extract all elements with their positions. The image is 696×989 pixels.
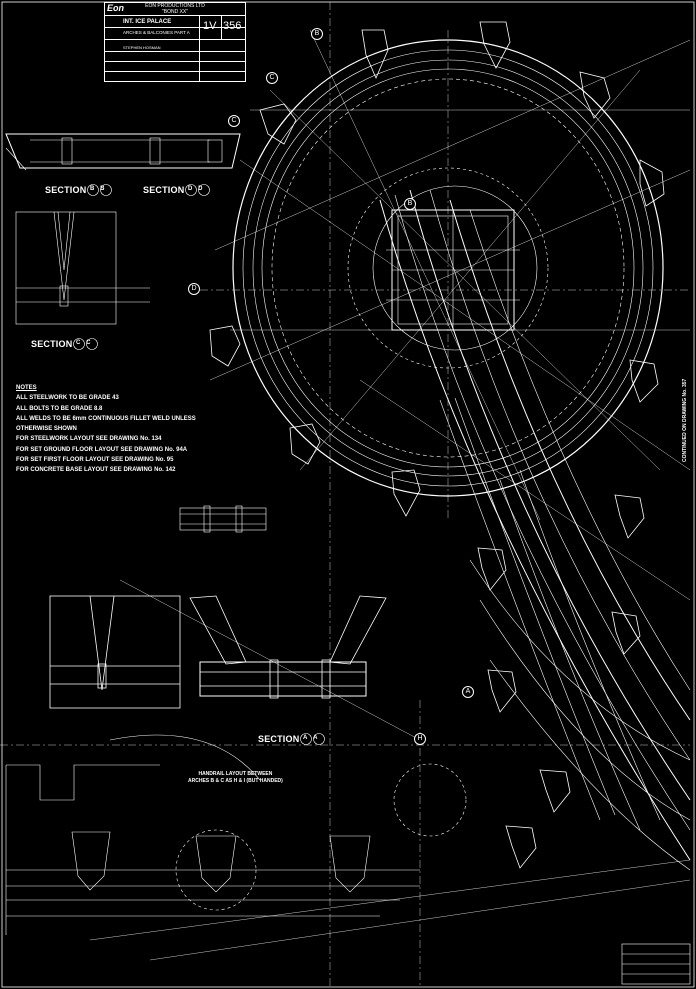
curved-beams: [379, 189, 691, 871]
sheet-number: 356: [223, 20, 242, 32]
note-line: ALL STEELWORK TO BE GRADE 43: [16, 395, 119, 402]
designer-name: STEPHEN HOSMAN: [123, 45, 161, 50]
section-aa-label: SECTION: [258, 734, 300, 744]
grid-bubble-b: B: [311, 28, 323, 40]
section-cc-letters: C C: [76, 340, 91, 346]
section-aa-letters: A A: [303, 735, 318, 741]
section-cc-detail: [15, 211, 150, 325]
handrail-layout-label: HANDRAIL LAYOUT BETWEEN ARCHES B & C AS …: [188, 771, 283, 784]
sheet-code: 1V: [203, 20, 217, 32]
note-line: OTHERWISE SHOWN: [16, 426, 77, 433]
production-name: "BOND XX": [161, 9, 189, 15]
section-aa-detail: [49, 595, 387, 709]
note-line: FOR SET FIRST FLOOR LAYOUT SEE DRAWING N…: [16, 457, 174, 464]
grid-bubble-h: H: [414, 733, 426, 745]
revision-box: [621, 943, 691, 985]
notes-heading: NOTES: [16, 385, 37, 391]
grid-bubble-d: D: [188, 283, 200, 295]
drawing-title: ARCHES & BALCONIES PART A: [123, 30, 190, 35]
ring-brackets: [209, 21, 665, 869]
project-name: INT. ICE PALACE: [123, 19, 172, 25]
note-line: FOR SET GROUND FLOOR LAYOUT SEE DRAWING …: [16, 446, 188, 453]
section-cc-label: SECTION: [31, 339, 73, 349]
company-logo: Eon: [107, 3, 124, 13]
company-name: EON PRODUCTIONS LTD: [145, 3, 205, 9]
section-bb-letters: B B: [90, 186, 105, 192]
section-dd-label: SECTION: [143, 185, 185, 195]
continuation-label: CONTINUED ON DRAWING No. 357: [682, 378, 688, 462]
steel-frame: [386, 209, 520, 331]
section-markers: [73, 184, 325, 745]
grid-bubble-c: C: [266, 72, 278, 84]
title-block: Eon EON PRODUCTIONS LTD "BOND XX" INT. I…: [104, 2, 246, 82]
grid-bubble-b-2: B: [404, 198, 416, 210]
section-bb-detail: [5, 133, 241, 171]
grid-bubble-a: A: [462, 686, 474, 698]
note-line: ALL BOLTS TO BE GRADE 8.8: [16, 405, 103, 412]
section-dd-letters: D D: [188, 186, 203, 192]
section-bb-label: SECTION: [45, 185, 87, 195]
grid-bubble-c-2: C: [228, 115, 240, 127]
note-line: ALL WELDS TO BE 6mm CONTINUOUS FILLET WE…: [16, 415, 196, 422]
note-line: FOR CONCRETE BASE LAYOUT SEE DRAWING No.…: [16, 467, 176, 474]
note-line: FOR STEELWORK LAYOUT SEE DRAWING No. 134: [16, 436, 162, 443]
beam-detail: [179, 505, 267, 533]
general-notes: NOTES ALL STEELWORK TO BE GRADE 43 ALL B…: [16, 383, 196, 476]
handrail-layout: [5, 734, 467, 935]
arch-ring: [232, 39, 664, 497]
